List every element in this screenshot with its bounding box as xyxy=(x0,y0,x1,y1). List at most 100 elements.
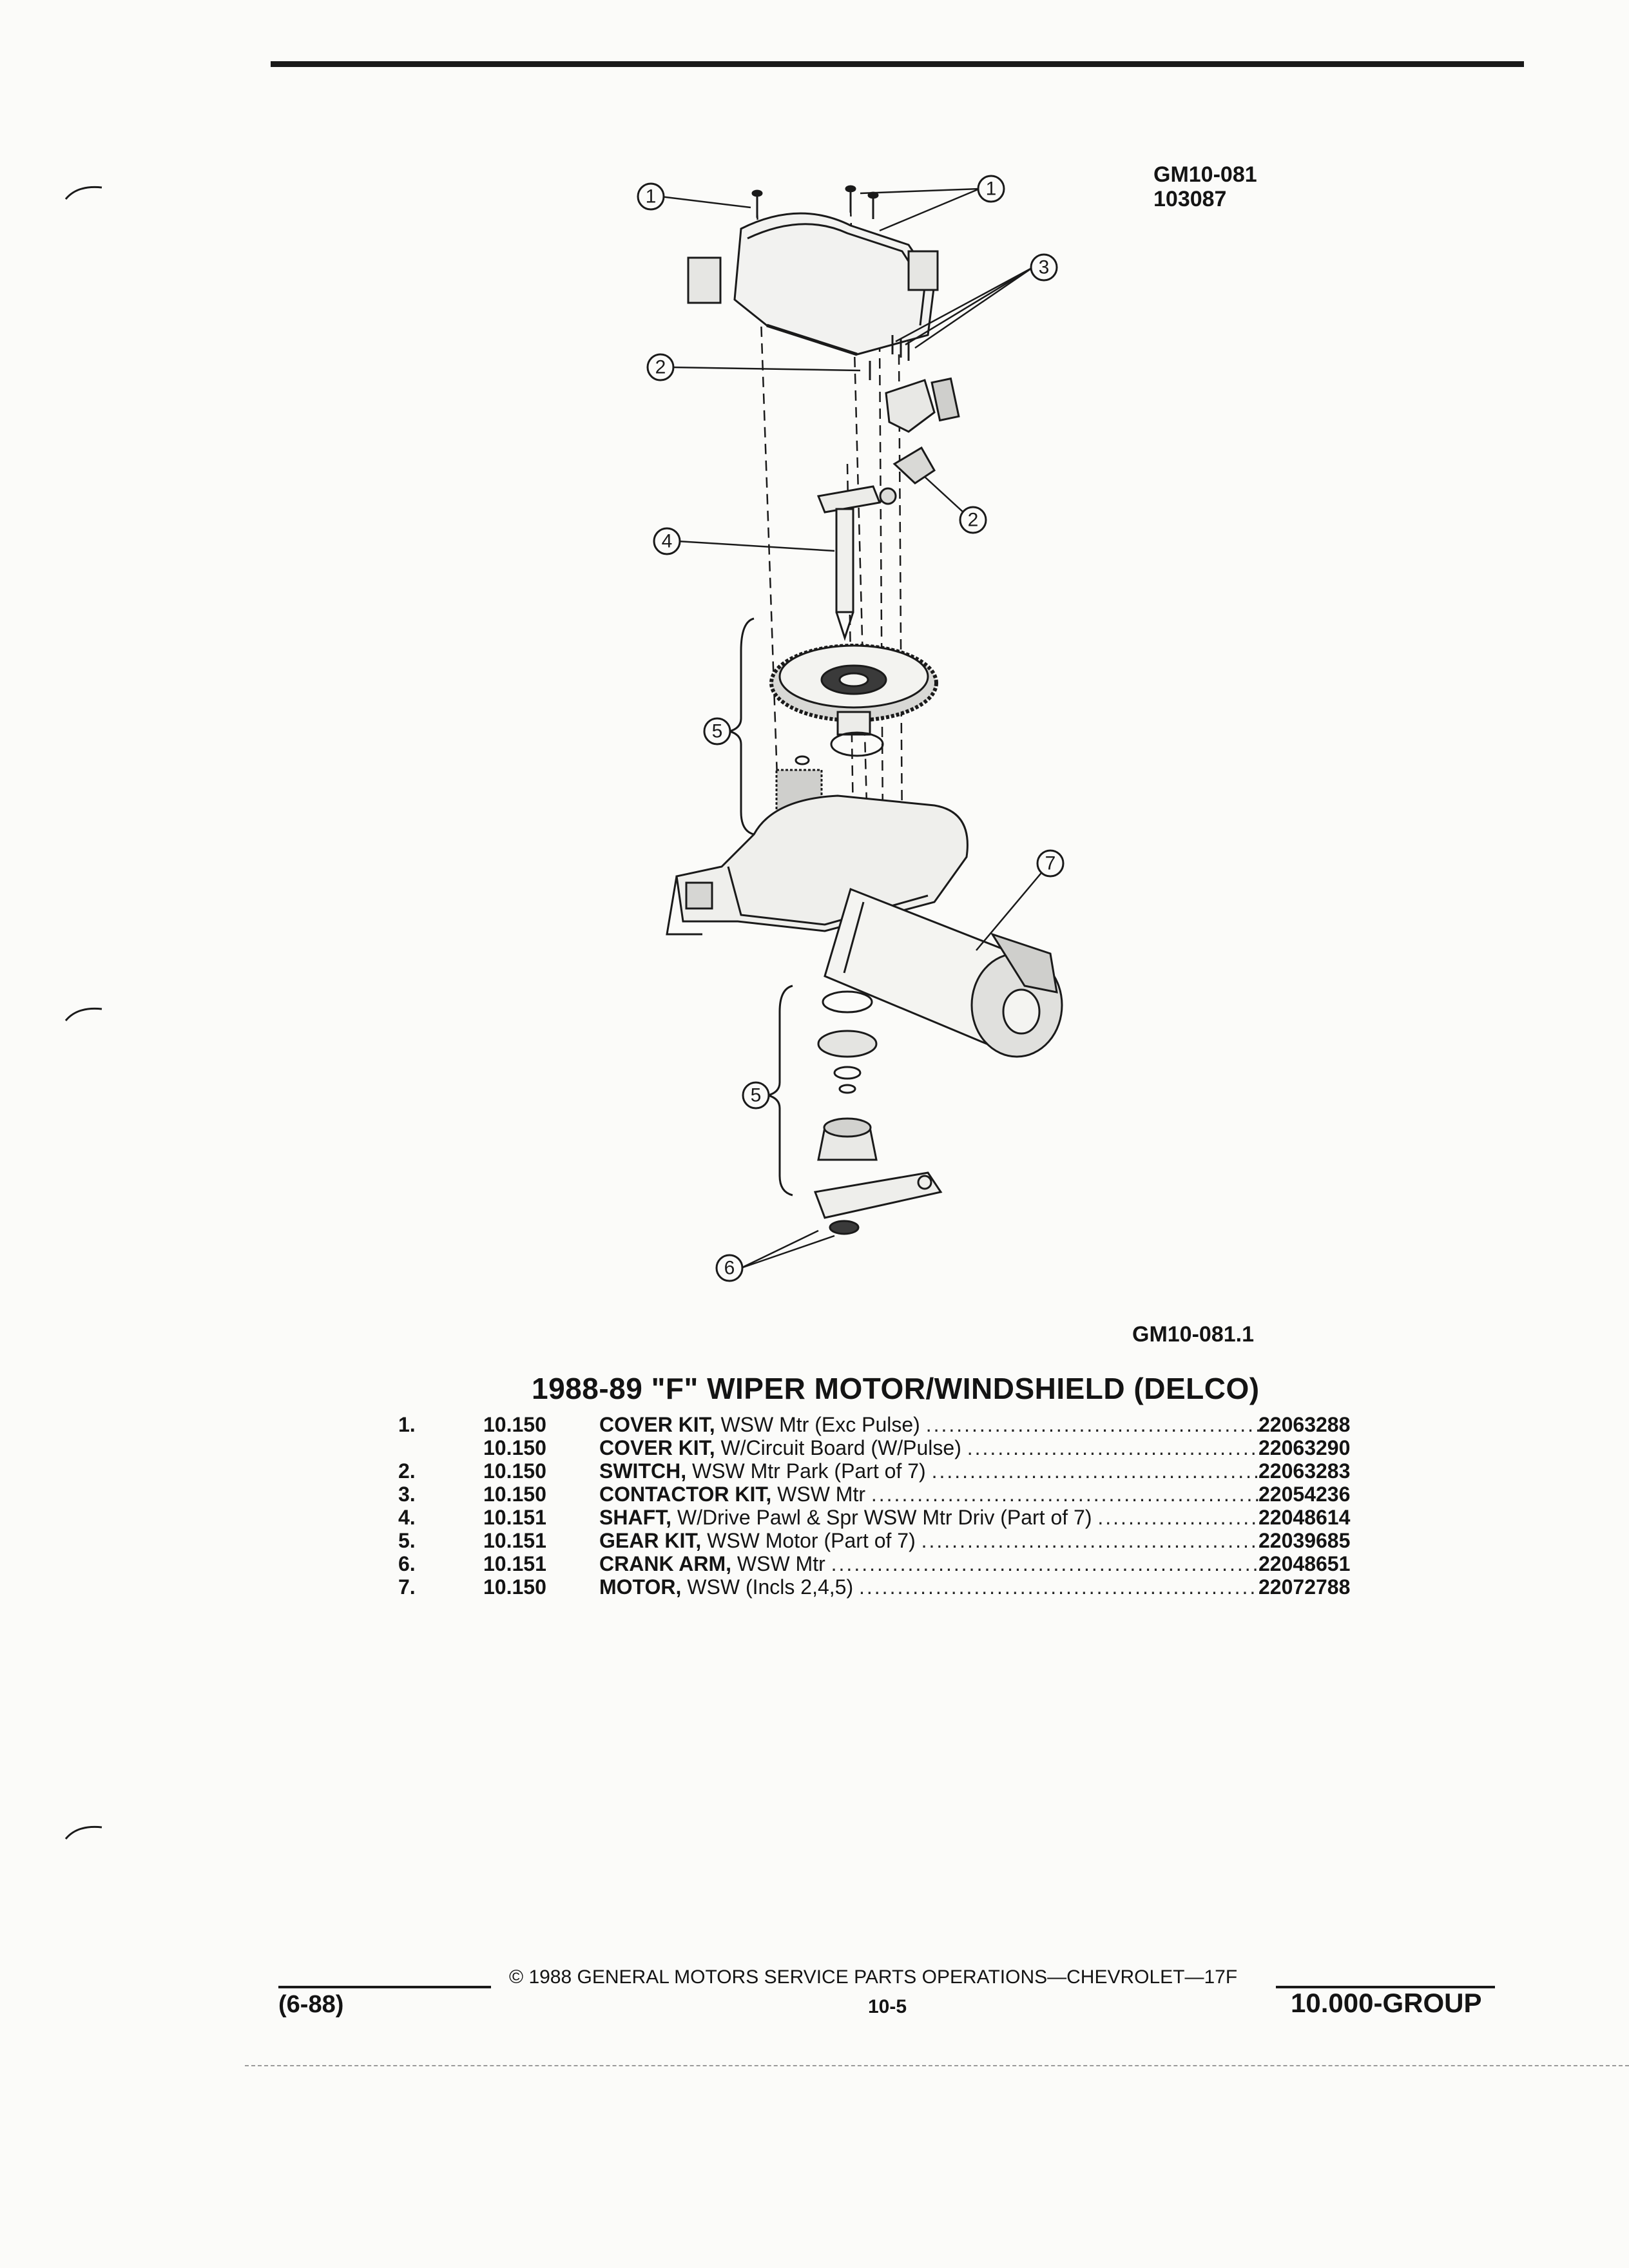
part-description: GEAR KIT, WSW Motor (Part of 7) ........… xyxy=(599,1529,1263,1552)
callout-4: 4 xyxy=(653,527,681,555)
part-name: CRANK ARM, xyxy=(599,1552,732,1575)
top-rule xyxy=(271,61,1524,67)
part-number: 22054236 xyxy=(1258,1483,1351,1506)
switch-contactor-part xyxy=(885,335,960,485)
callout-3: 3 xyxy=(1030,253,1058,282)
part-description: SHAFT, W/Drive Pawl & Spr WSW Mtr Driv (… xyxy=(599,1506,1263,1529)
dot-leader: ........................................… xyxy=(931,1459,1263,1483)
item-number: 7. xyxy=(398,1575,416,1599)
scan-edge-line xyxy=(245,2065,1629,2066)
part-name: GEAR KIT, xyxy=(599,1529,702,1552)
brace-lower xyxy=(764,985,793,1196)
part-description: COVER KIT, W/Circuit Board (W/Pulse) ...… xyxy=(599,1436,1263,1459)
punch-mark xyxy=(64,1007,102,1021)
page-number: 10-5 xyxy=(868,1996,907,2017)
svg-text:1: 1 xyxy=(646,186,657,207)
group-number: 10.150 xyxy=(483,1436,546,1459)
group-number: 10.150 xyxy=(483,1413,546,1436)
group-number: 10.151 xyxy=(483,1552,546,1575)
part-number: 22072788 xyxy=(1258,1575,1351,1599)
wiper-motor-exploded-diagram: 1 1 3 2 2 4 5 7 5 6 xyxy=(637,175,1065,1282)
dot-leader: ........................................… xyxy=(925,1413,1263,1436)
callouts: 1 1 3 2 2 4 5 7 5 6 xyxy=(637,175,1065,1282)
item-number: 4. xyxy=(398,1506,416,1529)
group-number: 10.151 xyxy=(483,1506,546,1529)
part-number: 22048651 xyxy=(1258,1552,1351,1575)
svg-text:5: 5 xyxy=(751,1085,762,1106)
electric-motor-part xyxy=(824,888,1063,1058)
gear-housing-part xyxy=(666,794,969,936)
cover-kit-part xyxy=(687,212,939,356)
part-detail: W/Drive Pawl & Spr WSW Mtr Driv (Part of… xyxy=(671,1506,1092,1529)
part-detail: W/Circuit Board (W/Pulse) xyxy=(715,1436,961,1459)
svg-text:6: 6 xyxy=(724,1258,735,1279)
punch-mark xyxy=(64,186,102,200)
dot-leader: ........................................… xyxy=(831,1552,1263,1575)
svg-text:7: 7 xyxy=(1045,853,1056,874)
lower-gear-kit-part xyxy=(817,990,878,1161)
screws xyxy=(751,185,879,380)
item-number: 6. xyxy=(398,1552,416,1575)
group-number: 10.151 xyxy=(483,1529,546,1552)
part-number: 22063290 xyxy=(1258,1436,1351,1459)
copyright-notice: © 1988 GENERAL MOTORS SERVICE PARTS OPER… xyxy=(509,1966,1238,1988)
punch-mark xyxy=(64,1825,102,1840)
callout-7: 7 xyxy=(1036,849,1065,878)
parts-list-title: 1988-89 "F" WIPER MOTOR/WINDSHIELD (DELC… xyxy=(532,1372,1260,1405)
dot-leader: ........................................… xyxy=(921,1529,1263,1552)
part-description: CONTACTOR KIT, WSW Mtr .................… xyxy=(599,1483,1263,1506)
part-detail: WSW Motor (Part of 7) xyxy=(701,1529,916,1552)
group-label: 10.000-GROUP xyxy=(1291,1988,1482,2018)
item-number: 5. xyxy=(398,1529,416,1552)
callout-1a: 1 xyxy=(637,182,665,211)
callout-1b: 1 xyxy=(977,175,1005,203)
svg-text:5: 5 xyxy=(712,721,723,742)
part-detail: WSW Mtr (Exc Pulse) xyxy=(715,1413,920,1436)
dot-leader: ........................................… xyxy=(967,1436,1263,1459)
group-number: 10.150 xyxy=(483,1575,546,1599)
callout-5a: 5 xyxy=(703,717,731,745)
revision-date: (6-88) xyxy=(278,1991,344,2018)
svg-text:2: 2 xyxy=(968,510,979,531)
part-number: 22039685 xyxy=(1258,1529,1351,1552)
part-detail: WSW Mtr xyxy=(731,1552,825,1575)
dot-leader: ........................................… xyxy=(859,1575,1263,1599)
ref-code-2: 103087 xyxy=(1153,187,1227,211)
group-number: 10.150 xyxy=(483,1459,546,1483)
callout-5b: 5 xyxy=(742,1081,770,1110)
part-number: 22048614 xyxy=(1258,1506,1351,1529)
ref-code-1: GM10-081 xyxy=(1153,162,1257,187)
svg-text:1: 1 xyxy=(986,178,997,200)
part-name: CONTACTOR KIT, xyxy=(599,1483,772,1506)
part-detail: WSW (Incls 2,4,5) xyxy=(681,1575,854,1599)
part-description: COVER KIT, WSW Mtr (Exc Pulse) .........… xyxy=(599,1413,1263,1436)
leader-lines xyxy=(660,187,1045,1269)
item-number: 3. xyxy=(398,1483,416,1506)
dot-leader: ........................................… xyxy=(871,1483,1263,1506)
brace-upper xyxy=(726,617,755,836)
item-number: 1. xyxy=(398,1413,416,1436)
crank-arm-part xyxy=(813,1171,943,1235)
part-detail: WSW Mtr Park (Part of 7) xyxy=(686,1459,926,1483)
part-name: SHAFT, xyxy=(599,1506,671,1529)
part-name: COVER KIT, xyxy=(599,1436,715,1459)
part-number: 22063288 xyxy=(1258,1413,1351,1436)
figure-id: GM10-081.1 xyxy=(1132,1322,1254,1347)
footer-rule-left xyxy=(278,1986,491,1988)
callout-2a: 2 xyxy=(646,353,675,381)
part-description: MOTOR, WSW (Incls 2,4,5) ...............… xyxy=(599,1575,1263,1599)
svg-text:3: 3 xyxy=(1039,257,1050,278)
footer-rule-right xyxy=(1276,1986,1495,1988)
drive-shaft-part xyxy=(816,485,897,641)
part-detail: WSW Mtr xyxy=(771,1483,865,1506)
item-number: 2. xyxy=(398,1459,416,1483)
part-number: 22063283 xyxy=(1258,1459,1351,1483)
callout-2b: 2 xyxy=(959,506,987,534)
part-name: COVER KIT, xyxy=(599,1413,715,1436)
dot-leader: ........................................… xyxy=(1097,1506,1263,1529)
reference-codes: GM10-081 103087 xyxy=(1153,162,1257,211)
large-gear-part xyxy=(769,644,938,736)
part-description: SWITCH, WSW Mtr Park (Part of 7) .......… xyxy=(599,1459,1263,1483)
svg-text:4: 4 xyxy=(662,531,673,552)
part-name: MOTOR, xyxy=(599,1575,682,1599)
